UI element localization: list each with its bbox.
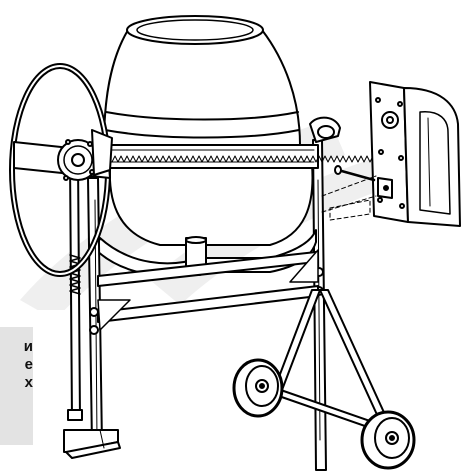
tilt-handle-rod	[67, 159, 83, 421]
side-caption-box	[0, 327, 33, 445]
wheel-icon-right	[360, 410, 416, 470]
pivot-bearing	[309, 116, 341, 143]
handwheel-icon	[9, 63, 113, 277]
bolt-icon	[334, 165, 376, 182]
wheel-axle-frame	[272, 289, 393, 435]
motor-housing-icon	[369, 81, 461, 227]
gear-teeth	[111, 155, 407, 163]
wheel-icon	[232, 358, 284, 418]
mounting-guide	[321, 175, 377, 221]
side-caption-text: и е х	[23, 338, 33, 391]
mixer-drum	[103, 15, 319, 246]
frame-crossbars	[97, 249, 319, 331]
left-frame-leg	[63, 177, 121, 459]
